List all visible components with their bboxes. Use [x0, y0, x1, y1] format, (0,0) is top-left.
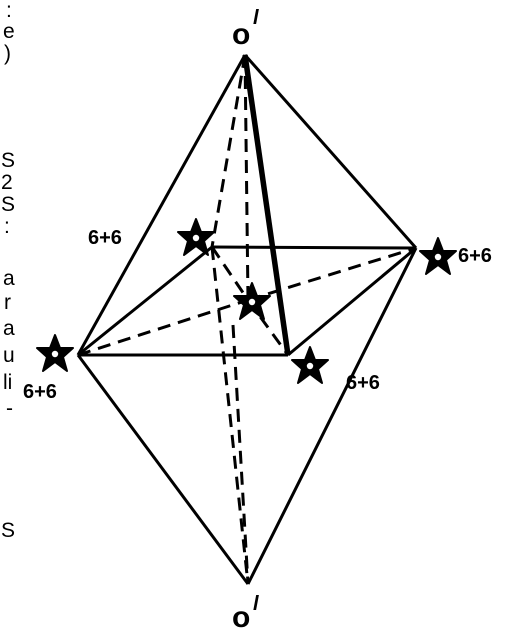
- star-right-icon: [419, 237, 457, 275]
- margin-char: e: [3, 20, 15, 43]
- margin-char: ): [4, 42, 11, 65]
- edge-top-left: [76, 54, 247, 356]
- edge-label-back-left: 6+6: [88, 227, 122, 249]
- edge-bottom-backleft: [210, 246, 250, 585]
- edge-top-front-bold: [242, 54, 291, 356]
- margin-char: 2: [1, 171, 13, 194]
- hidden-edges: [77, 54, 417, 585]
- star-left-icon: [36, 334, 74, 372]
- edge-label-right: 6+6: [458, 245, 492, 267]
- edge-top-backleft: [210, 54, 247, 248]
- bottom-vertex-superscript: l: [253, 593, 259, 615]
- margin-char: a: [3, 267, 15, 290]
- margin-char: S: [1, 193, 16, 216]
- margin-char: -: [6, 397, 13, 420]
- margin-char: r: [4, 291, 11, 314]
- edge-backleft-right: [211, 245, 417, 250]
- edge-label-front-right: 6+6: [346, 372, 380, 394]
- margin-char: li: [3, 371, 13, 394]
- edge-right-bottom: [246, 247, 418, 585]
- margin-char: :: [6, 0, 12, 22]
- star-front-icon: [291, 346, 329, 384]
- edge-center-bottom: [231, 324, 250, 585]
- visible-edges: [76, 54, 418, 585]
- edge-backleft-center: [210, 246, 250, 301]
- edge-left-backleft: [77, 245, 213, 357]
- edge-front-right: [287, 246, 417, 357]
- margin-char: S: [1, 519, 16, 542]
- margin-char: :: [4, 215, 10, 238]
- top-vertex-label: o: [232, 18, 250, 51]
- edge-center-right: [247, 246, 417, 302]
- margin-char: a: [3, 317, 15, 340]
- edge-left-center: [77, 298, 249, 357]
- edge-top-right: [243, 54, 418, 249]
- margin-char: S: [1, 149, 16, 172]
- margin-char: u: [3, 344, 15, 367]
- bottom-vertex-label: o: [232, 601, 250, 631]
- edge-label-left: 6+6: [23, 381, 57, 403]
- edge-left-bottom: [76, 354, 250, 585]
- top-vertex-superscript: l: [253, 7, 259, 29]
